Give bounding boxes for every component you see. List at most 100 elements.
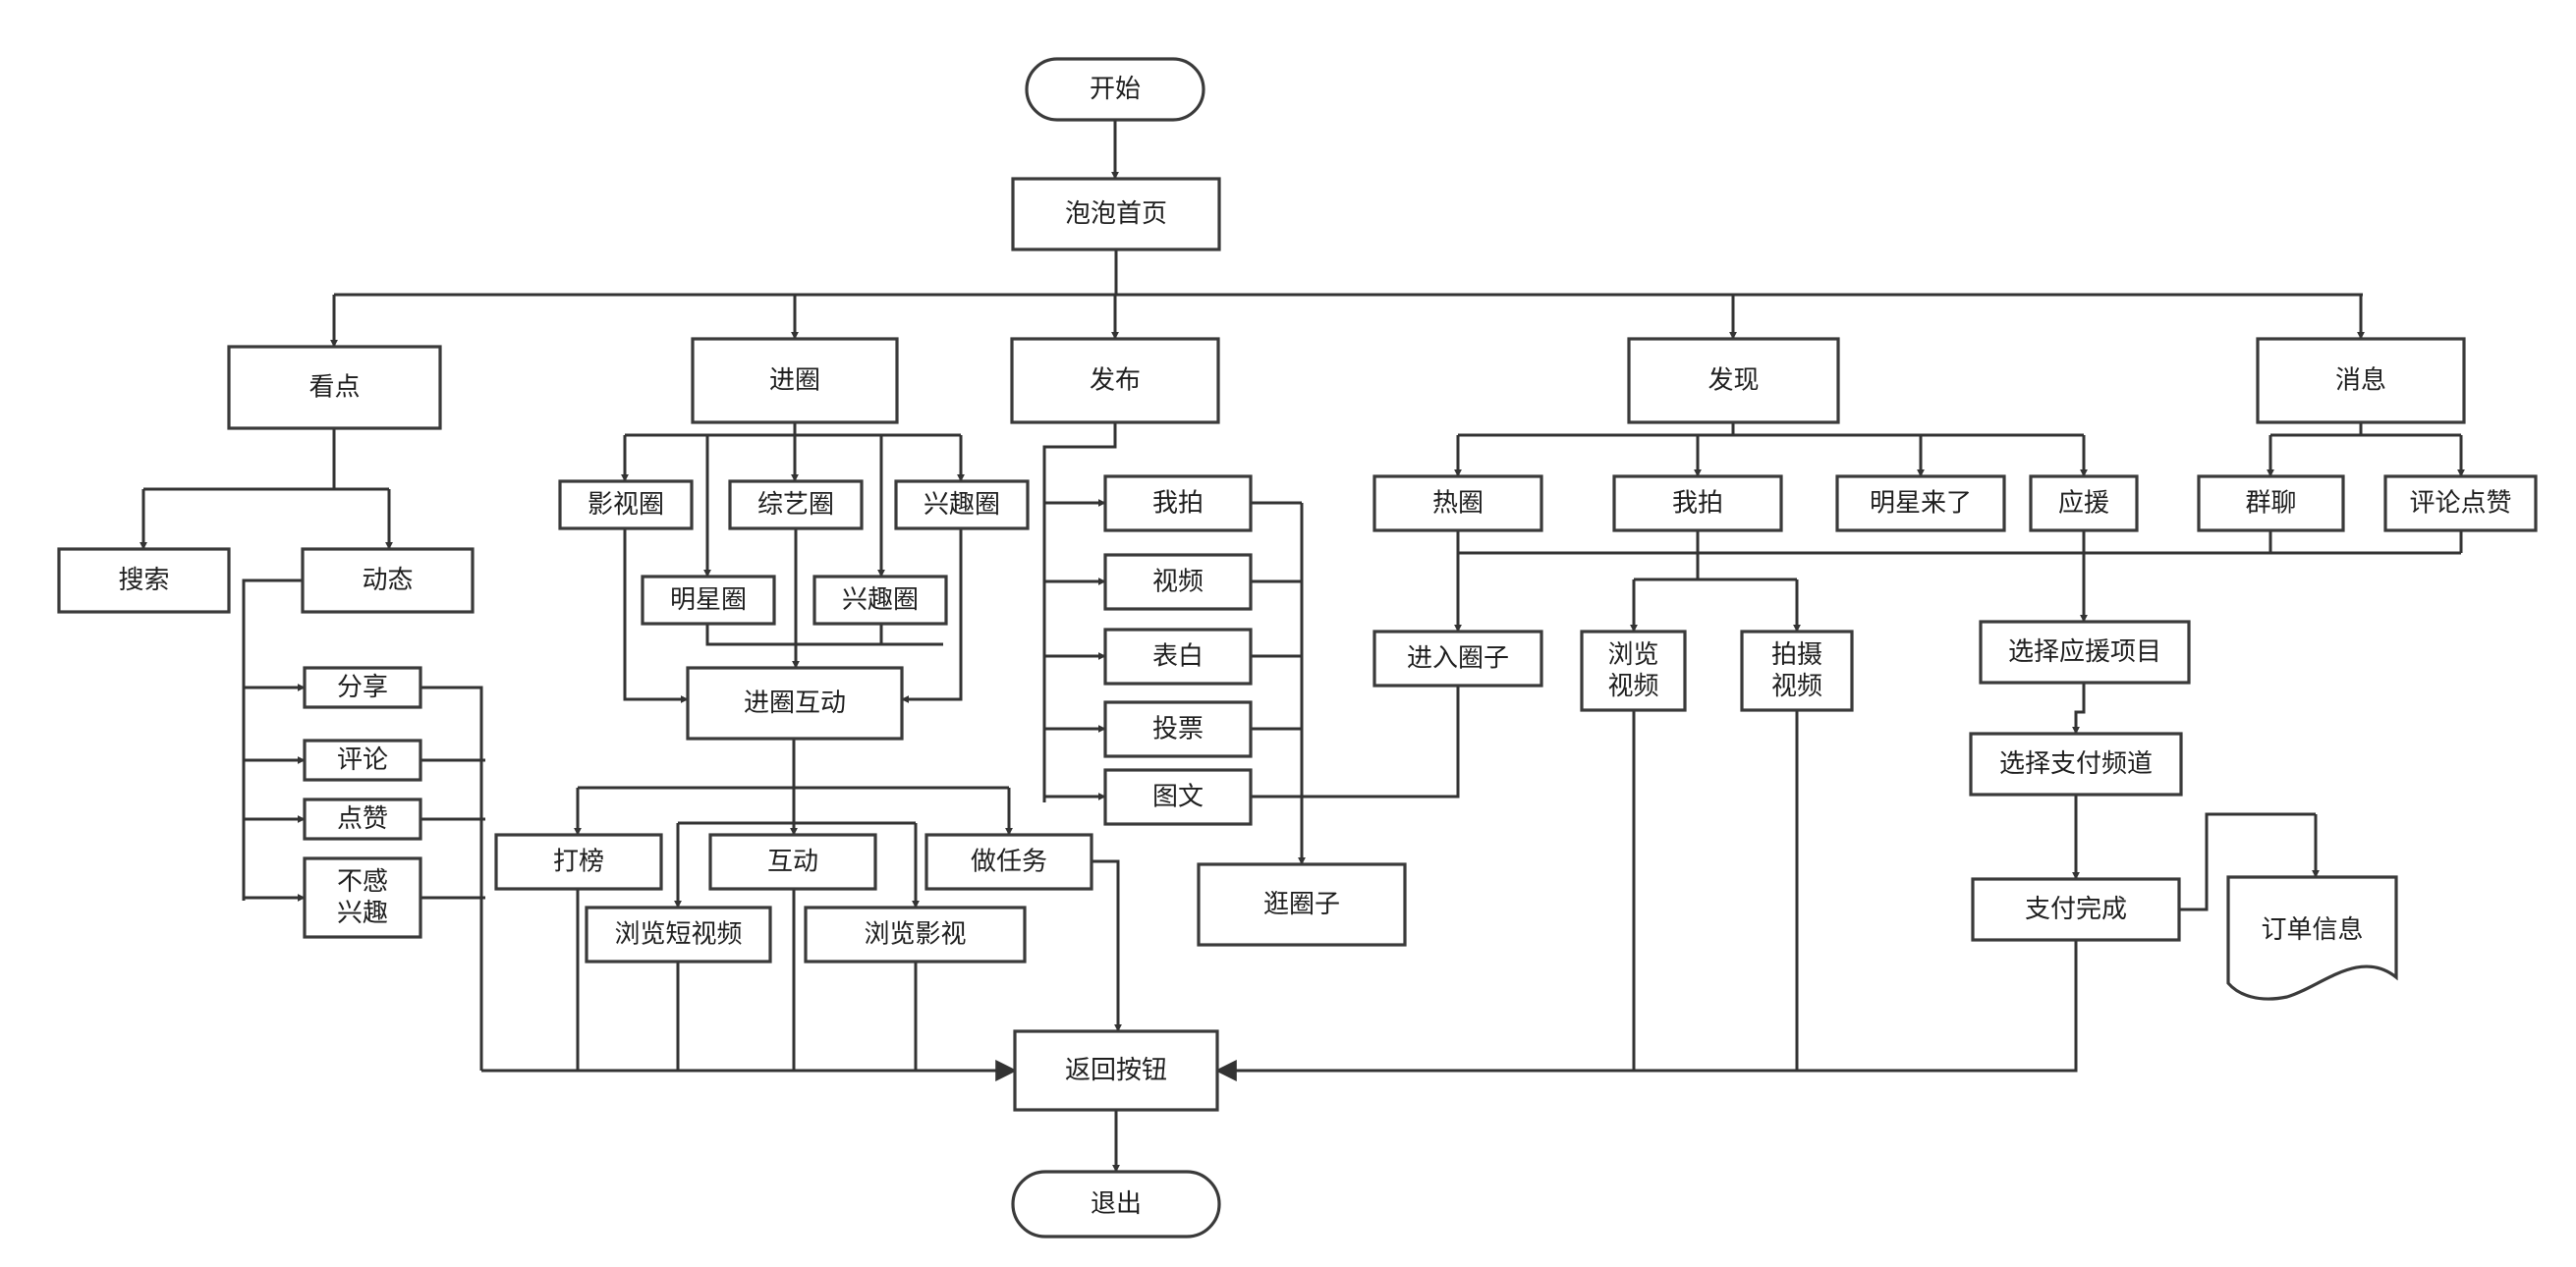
node-label: 订单信息: [2261, 915, 2363, 945]
document-shape: [2226, 875, 2398, 1001]
node-dingdanxinxi: 订单信息: [2226, 875, 2398, 1001]
process-box: [708, 833, 877, 891]
node-hudong: 互动: [708, 833, 877, 891]
node-label: 消息: [2335, 366, 2386, 396]
process-box: [57, 547, 231, 614]
node-label: 进圈互动: [744, 689, 846, 718]
process-box: [1627, 337, 1840, 424]
node-xingququan: 兴趣圈: [894, 479, 1030, 530]
node-label: 视频: [1771, 672, 1822, 701]
node-label: 发布: [1090, 366, 1141, 396]
connector: [1214, 940, 2078, 1081]
node-faxian: 发现: [1627, 337, 1840, 424]
process-box: [494, 833, 663, 891]
connector: [623, 528, 689, 703]
process-box: [1011, 177, 1221, 251]
connector: [242, 578, 303, 901]
node-xuanzeyingyuan: 选择应援项目: [1979, 620, 2191, 685]
node-pinglundianzan: 评论点赞: [2383, 474, 2538, 532]
node-label: 综艺圈: [757, 490, 834, 520]
node-label: 支付完成: [2025, 895, 2127, 924]
connector: [1251, 686, 1460, 799]
process-box: [1971, 877, 2181, 942]
node-label: 点赞: [337, 804, 388, 834]
node-tuwen: 图文: [1103, 768, 1253, 826]
node-label: 视频: [1607, 672, 1658, 701]
node-jinquanhudong: 进圈互动: [686, 666, 904, 741]
node-fanhui: 返回按钮: [1013, 1029, 1219, 1112]
node-label: 分享: [337, 673, 388, 702]
node-yingyuan: 应援: [2029, 474, 2139, 532]
node-label: 打榜: [553, 848, 604, 877]
process-box: [1103, 474, 1253, 532]
process-box: [558, 479, 694, 530]
process-box: [303, 856, 422, 939]
node-xiaoxi: 消息: [2256, 337, 2466, 424]
node-label: 搜索: [118, 566, 169, 595]
connector: [1042, 422, 1117, 802]
node-wopai2: 我拍: [1612, 474, 1783, 532]
node-mingxinglaile: 明星来了: [1835, 474, 2006, 532]
process-box: [1580, 630, 1687, 712]
node-label: 退出: [1091, 1189, 1142, 1219]
connector: [1092, 859, 1120, 992]
node-label: 选择支付频道: [1999, 749, 2153, 779]
node-label: 互动: [767, 848, 818, 877]
node-zuorenwu: 做任务: [924, 833, 1093, 891]
node-label: 浏览短视频: [614, 920, 742, 950]
terminal-shape: [1025, 57, 1205, 122]
node-label: 视频: [1152, 568, 1204, 597]
connector: [901, 528, 963, 703]
node-label: 兴趣: [337, 899, 388, 928]
node-label: 群聊: [2245, 489, 2296, 519]
node-xingququan2: 兴趣圈: [812, 575, 948, 626]
node-fenxiang: 分享: [303, 666, 422, 709]
process-box: [924, 833, 1093, 891]
node-liulanduanshipin: 浏览短视频: [585, 906, 772, 964]
node-label: 选择应援项目: [2008, 637, 2161, 667]
node-label: 影视圈: [588, 490, 664, 520]
node-label: 表白: [1152, 642, 1204, 672]
node-tuichu: 退出: [1011, 1170, 1221, 1239]
node-wopai: 我拍: [1103, 474, 1253, 532]
node-fabu: 发布: [1010, 337, 1220, 424]
node-label: 拍摄: [1771, 640, 1822, 670]
node-label: 投票: [1152, 715, 1204, 744]
connectors: [140, 120, 2465, 1173]
node-label: 我拍: [1672, 489, 1723, 519]
connector: [2072, 683, 2086, 735]
node-kandian: 看点: [227, 345, 442, 430]
process-box: [1969, 732, 2183, 797]
process-box: [1103, 768, 1253, 826]
node-requan: 热圈: [1372, 474, 1543, 532]
node-label: 不感: [337, 867, 388, 897]
node-guangquanzi: 逛圈子: [1197, 862, 1407, 947]
process-box: [1103, 553, 1253, 611]
node-label: 兴趣圈: [842, 585, 919, 615]
process-box: [1372, 474, 1543, 532]
process-box: [303, 798, 422, 841]
node-xuanzezhifu: 选择支付频道: [1969, 732, 2183, 797]
node-label: 明星来了: [1870, 489, 1972, 519]
node-dianzan: 点赞: [303, 798, 422, 841]
node-label: 热圈: [1432, 489, 1484, 519]
nodes: 开始泡泡首页看点进圈发布发现消息搜索动态分享评论点赞不感兴趣影视圈综艺圈兴趣圈明…: [57, 57, 2538, 1239]
node-shipin: 视频: [1103, 553, 1253, 611]
node-label: 评论: [337, 745, 388, 775]
node-home: 泡泡首页: [1011, 177, 1221, 251]
process-box: [1103, 700, 1253, 758]
terminal-shape: [1011, 1170, 1221, 1239]
process-box: [1835, 474, 2006, 532]
node-label: 进圈: [769, 366, 820, 396]
process-box: [2256, 337, 2466, 424]
process-box: [691, 337, 899, 424]
process-box: [1013, 1029, 1219, 1112]
connector: [420, 686, 483, 1071]
node-label: 逛圈子: [1263, 890, 1340, 919]
process-box: [641, 575, 776, 626]
process-box: [728, 479, 864, 530]
process-box: [686, 666, 904, 741]
process-box: [301, 547, 475, 614]
